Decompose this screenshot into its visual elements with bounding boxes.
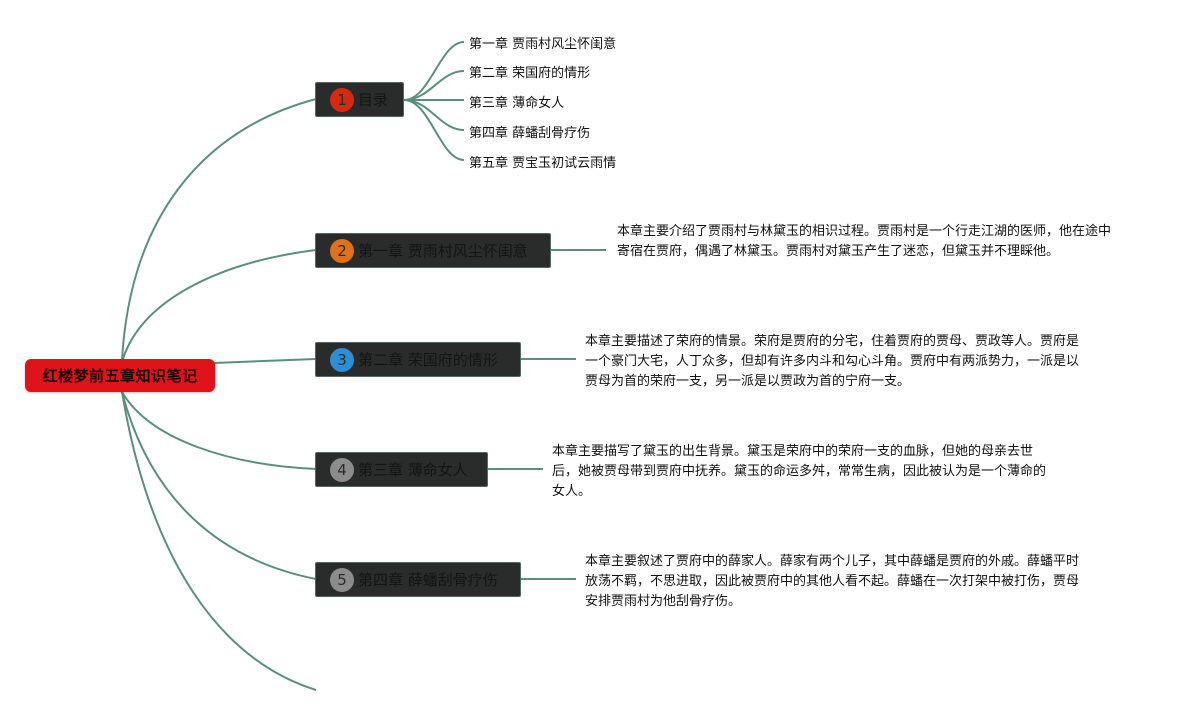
description-chapter-3[interactable]: 本章主要描写了黛玉的出生背景。黛玉是荣府中的荣府一支的血脉，但她的母亲去世后，她…	[552, 444, 1047, 499]
branch-label: 第二章 荣国府的情形	[358, 351, 498, 369]
number-badge-4: 4	[330, 457, 354, 482]
toc-item-3[interactable]: 第三章 薄命女人	[469, 96, 565, 111]
connector-root-branch-4	[121, 391, 317, 470]
number-badge-2: 2	[330, 238, 354, 263]
connector-toc-1	[403, 41, 465, 101]
description-chapter-2[interactable]: 本章主要描述了荣府的情景。荣府是贾府的分宅，住着贾府的贾母、贾政等人。贾府是一个…	[585, 334, 1080, 389]
branch-chapter-4[interactable]: 5 第四章 薛蟠刮骨疗伤	[315, 562, 521, 597]
branch-label: 第三章 薄命女人	[358, 461, 468, 479]
description-chapter-1[interactable]: 本章主要介绍了贾雨村与林黛玉的相识过程。贾雨村是一个行走江湖的医师，他在途中寄宿…	[617, 224, 1112, 259]
connector-root-branch-3	[213, 358, 317, 364]
root-topic[interactable]: 红楼梦前五章知识笔记	[25, 359, 215, 392]
root-title: 红楼梦前五章知识笔记	[42, 367, 198, 385]
connector-toc-2	[403, 70, 465, 101]
description-chapter-4[interactable]: 本章主要叙述了贾府中的薛家人。薛家有两个儿子，其中薛蟠是贾府的外戚。薛蟠平时放荡…	[585, 554, 1080, 609]
connector-root-branch-1	[121, 98, 317, 361]
branch-chapter-1[interactable]: 2 第一章 贾雨村风尘怀闺意	[315, 233, 551, 268]
connector-toc-5	[403, 99, 465, 161]
branch-label: 第一章 贾雨村风尘怀闺意	[358, 242, 528, 260]
branch-contents[interactable]: 1 目录	[315, 82, 404, 117]
number-badge-5: 5	[330, 567, 354, 592]
connector-toc-4	[403, 99, 465, 131]
branch-label: 目录	[358, 91, 389, 109]
toc-item-2[interactable]: 第二章 荣国府的情形	[469, 66, 591, 81]
connector-root-branch-2	[121, 249, 317, 363]
number-badge-3: 3	[330, 347, 354, 372]
connector-root-branch-5	[121, 391, 317, 580]
branch-chapter-2[interactable]: 3 第二章 荣国府的情形	[315, 342, 521, 377]
toc-item-1[interactable]: 第一章 贾雨村风尘怀闺意	[469, 37, 617, 52]
connector-root-branch-6	[121, 391, 317, 691]
branch-label: 第四章 薛蟠刮骨疗伤	[358, 571, 498, 589]
branch-chapter-3[interactable]: 4 第三章 薄命女人	[315, 452, 488, 487]
number-badge-1: 1	[330, 87, 354, 112]
toc-item-5[interactable]: 第五章 贾宝玉初试云雨情	[469, 156, 617, 171]
toc-item-4[interactable]: 第四章 薛蟠刮骨疗伤	[469, 126, 591, 141]
